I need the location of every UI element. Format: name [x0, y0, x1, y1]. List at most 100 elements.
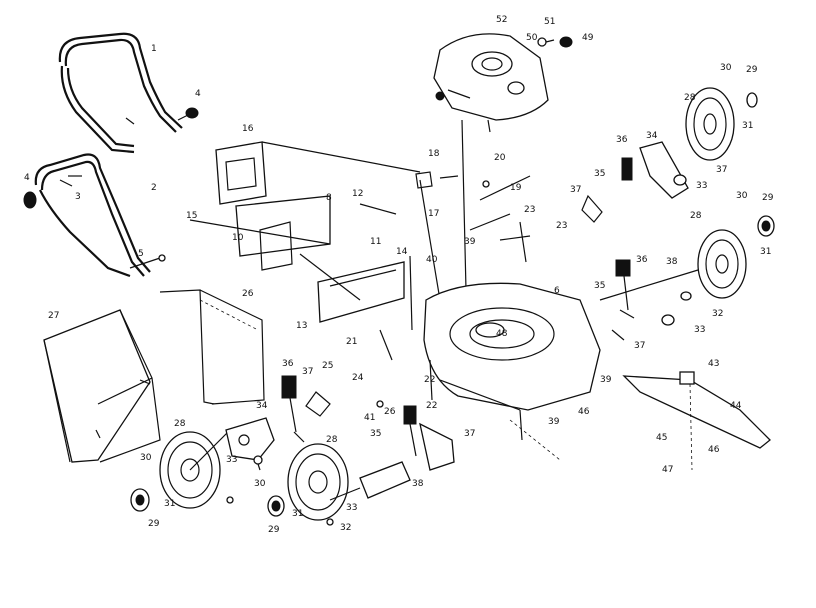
front-left-hubcap	[746, 92, 758, 108]
callout-51: 51	[544, 17, 555, 27]
rear-left-hubcap	[130, 488, 150, 512]
callout-36: 36	[636, 255, 648, 265]
callout-35: 35	[594, 169, 605, 179]
callout-33: 33	[226, 455, 237, 465]
rear-axle-shaft	[329, 461, 411, 501]
callout-35: 35	[370, 429, 381, 439]
callout-49: 49	[582, 33, 594, 43]
front-left-wheel	[685, 87, 735, 161]
callout-17: 17	[428, 209, 439, 219]
front-right-hubcap	[757, 215, 775, 237]
spring-bracket	[261, 141, 459, 189]
callout-28: 28	[684, 93, 696, 103]
callout-11: 11	[370, 237, 381, 247]
callout-35: 35	[594, 281, 605, 291]
callout-33: 33	[346, 503, 357, 513]
adjuster-rods	[299, 179, 441, 331]
callout-30: 30	[736, 191, 748, 201]
height-lever-rear-left	[281, 375, 305, 443]
callout-8: 8	[326, 193, 332, 203]
callout-40: 40	[426, 255, 438, 265]
callout-6: 6	[554, 286, 560, 296]
callout-25: 25	[322, 361, 333, 371]
bag-frame	[159, 289, 265, 405]
callout-37: 37	[302, 367, 313, 377]
callout-4: 4	[195, 89, 201, 99]
callout-22: 22	[424, 375, 435, 385]
callout-12: 12	[352, 189, 363, 199]
callout-20: 20	[494, 153, 506, 163]
rear-left-wheel	[159, 429, 231, 509]
callout-31: 31	[760, 247, 771, 257]
height-lever-rear-right	[403, 405, 455, 471]
callout-44: 44	[730, 401, 742, 411]
callout-50: 50	[526, 33, 538, 43]
callout-47: 47	[662, 465, 673, 475]
callout-43: 43	[708, 359, 719, 369]
front-right-axle	[599, 269, 699, 326]
callout-38: 38	[412, 479, 424, 489]
callout-34: 34	[646, 131, 658, 141]
upper-handle	[58, 32, 183, 154]
callout-22: 22	[426, 401, 437, 411]
callout-31: 31	[292, 509, 303, 519]
callout-29: 29	[268, 525, 280, 535]
mower-deck	[423, 282, 601, 461]
engine	[433, 33, 549, 291]
callout-21: 21	[346, 337, 357, 347]
callout-27: 27	[48, 311, 59, 321]
handle-knob-upper	[177, 107, 199, 121]
callout-28: 28	[690, 211, 702, 221]
grass-bag	[43, 309, 161, 463]
rear-bracket-assembly	[189, 141, 331, 271]
callout-36: 36	[282, 359, 294, 369]
callout-23: 23	[556, 221, 567, 231]
handle-knob-lower	[23, 191, 37, 209]
callout-15: 15	[186, 211, 197, 221]
callout-37: 37	[634, 341, 645, 351]
callout-34: 34	[256, 401, 268, 411]
callout-29: 29	[762, 193, 774, 203]
rear-right-hubcap	[267, 495, 285, 517]
mower-blade	[622, 371, 771, 471]
callout-28: 28	[326, 435, 338, 445]
callout-4: 4	[24, 173, 30, 183]
callout-19: 19	[510, 183, 522, 193]
callout-26: 26	[242, 289, 254, 299]
callout-37: 37	[716, 165, 727, 175]
callout-46: 46	[578, 407, 590, 417]
callout-32: 32	[712, 309, 723, 319]
callout-28: 28	[174, 419, 186, 429]
callout-37: 37	[464, 429, 475, 439]
height-lever-front-right	[615, 259, 631, 311]
callout-23: 23	[524, 205, 535, 215]
callout-33: 33	[694, 325, 705, 335]
callout-36: 36	[616, 135, 628, 145]
callout-1: 1	[151, 44, 157, 54]
callout-3: 3	[75, 192, 81, 202]
callout-45: 45	[656, 433, 667, 443]
handle-bolt-5	[129, 254, 166, 269]
callout-31: 31	[742, 121, 753, 131]
small-hardware	[226, 203, 635, 526]
callout-32: 32	[340, 523, 351, 533]
callout-30: 30	[254, 479, 266, 489]
callout-labels: 1 2 3 4 4 5 6 8 10 11 12 13 14 15 16 17 …	[24, 15, 774, 535]
control-cable	[469, 175, 531, 231]
callout-29: 29	[148, 519, 160, 529]
callout-29: 29	[746, 65, 758, 75]
engine-fittings	[537, 36, 573, 48]
callout-39: 39	[600, 375, 612, 385]
callout-52: 52	[496, 15, 507, 25]
callout-48: 48	[496, 329, 508, 339]
callout-37: 37	[570, 185, 581, 195]
callout-24: 24	[352, 373, 364, 383]
callout-39: 39	[548, 417, 560, 427]
callout-26: 26	[384, 407, 396, 417]
callout-38: 38	[666, 257, 678, 267]
front-right-wheel	[697, 229, 747, 299]
front-left-bracket	[581, 141, 689, 223]
callout-31: 31	[164, 499, 175, 509]
